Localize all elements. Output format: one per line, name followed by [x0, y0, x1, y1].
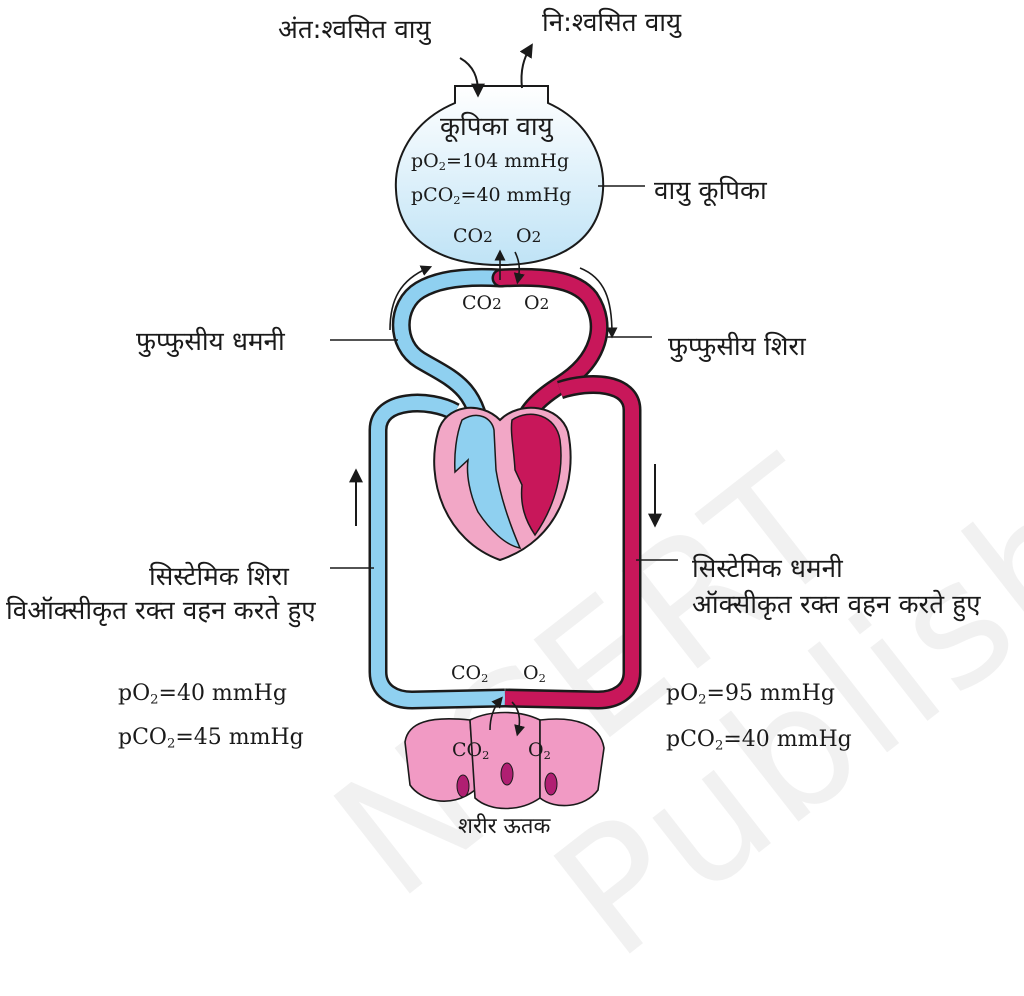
pulmonary-artery-label: फुप्फुसीय धमनी [136, 327, 285, 357]
tissue-capillary-co2-label: CO2 [451, 662, 489, 685]
tissue-capillary-o2-label: O2 [523, 662, 546, 685]
tissue-o2-label: O2 [528, 739, 551, 762]
systemic-vein-description: विऑक्सीकृत रक्त वहन करते हुए [6, 596, 316, 626]
gas-exchange-diagram: NCERT Published [6, 8, 1024, 996]
co2-out-arrow-tissue [489, 696, 503, 731]
alveolus-co2-label: CO2 [453, 225, 493, 247]
exhaled-air-label: नि:श्वसित वायु [542, 8, 682, 38]
systemic-vein-label: सिस्टेमिक शिरा [149, 562, 289, 592]
arterial-pco2: pCO2=40 mmHg [666, 727, 852, 754]
circulation-svg [330, 43, 678, 810]
venous-po2: pO2=40 mmHg [118, 681, 287, 708]
inhaled-air-label: अंत:श्वसित वायु [278, 15, 431, 45]
capillary-o2-label: O2 [524, 292, 550, 314]
flow-arrow-pulmonary-vein [579, 267, 618, 339]
systemic-artery-description: ऑक्सीकृत रक्त वहन करते हुए [692, 590, 981, 620]
body-tissue-cells [404, 711, 605, 810]
venous-pco2: pCO2=45 mmHg [118, 725, 304, 752]
flow-arrow-pulmonary-artery [389, 265, 433, 331]
systemic-artery-label: सिस्टेमिक धमनी [692, 554, 843, 584]
alveolus-pco2: pCO2=40 mmHg [411, 184, 572, 207]
alveolus-label: वायु कूपिका [654, 176, 767, 206]
o2-in-arrow-lung [513, 251, 525, 285]
alveolar-air-label: कूपिका वायु [440, 112, 553, 142]
arterial-po2: pO2=95 mmHg [666, 681, 835, 708]
inhale-arrow [459, 57, 485, 98]
capillary-co2-label: CO2 [462, 292, 502, 314]
tissue-co2-label: CO2 [452, 739, 490, 762]
body-tissue-label: शरीर ऊतक [458, 814, 551, 839]
pulmonary-vein-label: फुप्फुसीय शिरा [668, 332, 806, 362]
alveolus-o2-label: O2 [516, 225, 542, 247]
heart [433, 406, 572, 562]
exhale-arrow [519, 43, 533, 89]
alveolus-po2: pO2=104 mmHg [411, 150, 569, 173]
o2-in-arrow-tissue [511, 701, 526, 737]
